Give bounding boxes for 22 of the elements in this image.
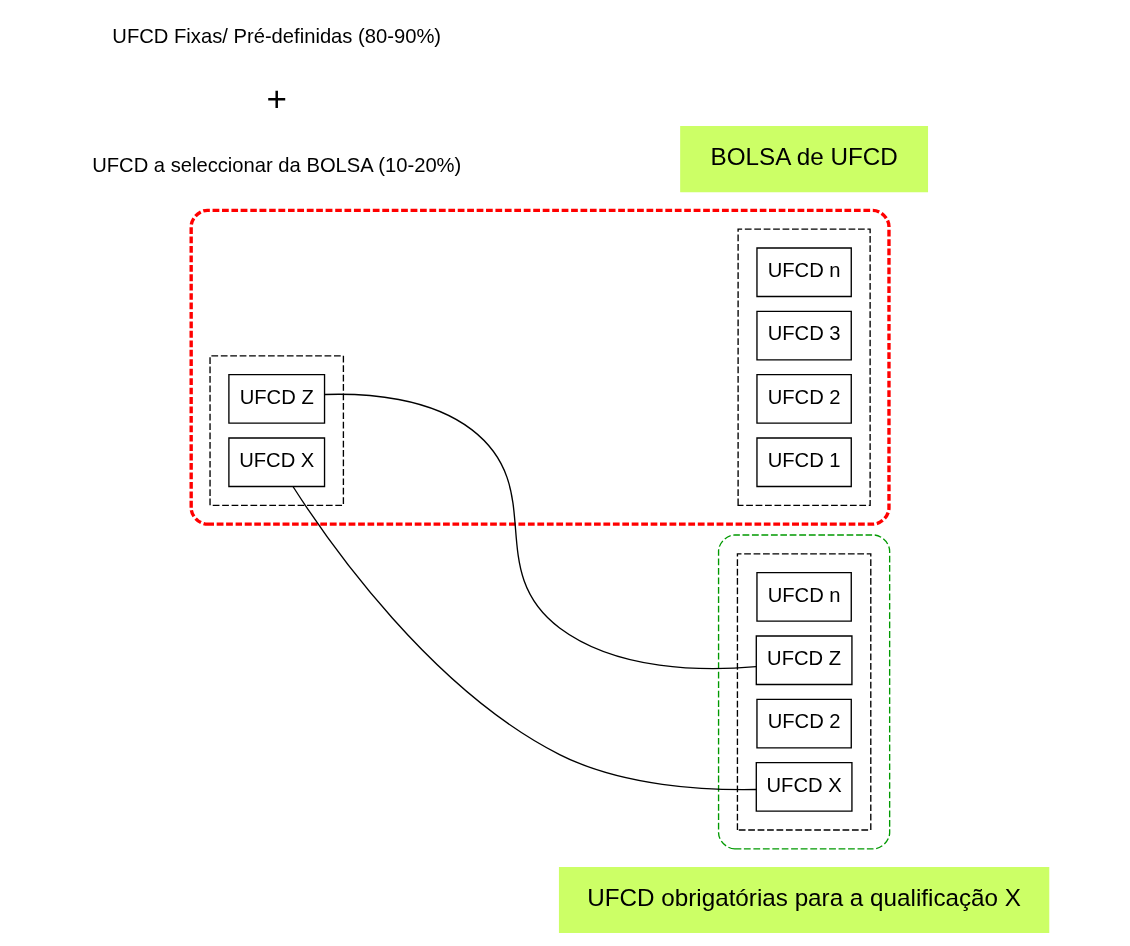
node-box: BOLSA de UFCD <box>680 126 929 193</box>
node-box: UFCD X <box>228 437 326 488</box>
node-box: UFCD n <box>756 247 852 298</box>
cluster <box>189 208 891 526</box>
connector <box>324 393 757 670</box>
node-box: UFCD obrigatórias para a qualificação X <box>558 867 1050 934</box>
connector <box>292 486 757 791</box>
node-box: UFCD 1 <box>756 437 852 488</box>
node-box: UFCD Z <box>755 635 853 686</box>
node-box: UFCD n <box>756 572 852 622</box>
node-box: UFCD Z <box>228 374 326 424</box>
label: UFCD a seleccionar da BOLSA (10-20%) <box>92 153 462 176</box>
cluster <box>209 355 345 506</box>
cluster <box>717 534 891 850</box>
label: UFCD Fixas/ Pré-definidas (80-90%) <box>112 24 442 47</box>
cluster <box>736 553 872 831</box>
label: + <box>266 79 287 119</box>
node-box: UFCD X <box>755 761 853 812</box>
cluster <box>737 228 871 506</box>
node-box: UFCD 2 <box>756 698 852 749</box>
node-box: UFCD 3 <box>756 310 852 361</box>
node-box: UFCD 2 <box>756 374 852 424</box>
